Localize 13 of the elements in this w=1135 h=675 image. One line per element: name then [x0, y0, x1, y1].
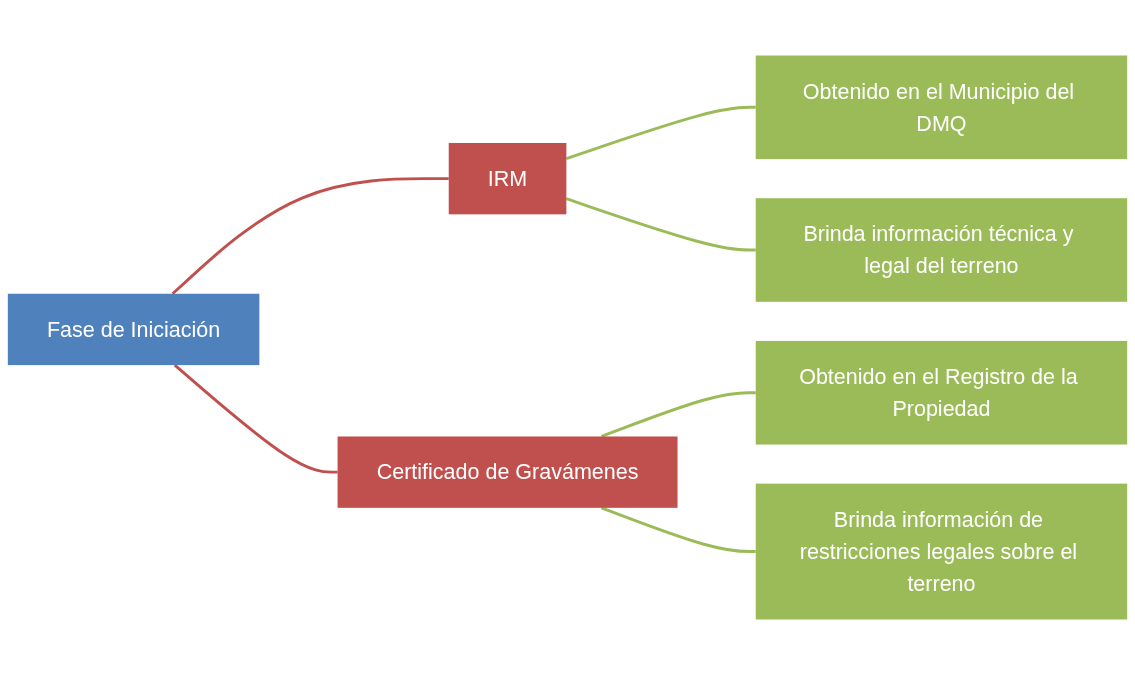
node-box: IRM: [448, 143, 567, 215]
node-box: Brinda información técnica y legal del terreno: [755, 198, 1128, 302]
connector: [600, 391, 756, 438]
connector: [171, 177, 449, 295]
node-box: Fase de Iniciación: [7, 293, 260, 366]
node-box: Obtenido en el Registro de la Propiedad: [755, 340, 1128, 445]
connector: [565, 197, 756, 252]
connector: [565, 105, 756, 160]
node-box: Brinda información de restricciones legales sobre el terreno: [755, 483, 1128, 620]
connector: [173, 364, 338, 474]
node-box: Obtenido en el Municipio del DMQ: [755, 55, 1128, 160]
node-box: Certificado de Gravámenes: [337, 436, 678, 508]
connector: [600, 506, 756, 554]
